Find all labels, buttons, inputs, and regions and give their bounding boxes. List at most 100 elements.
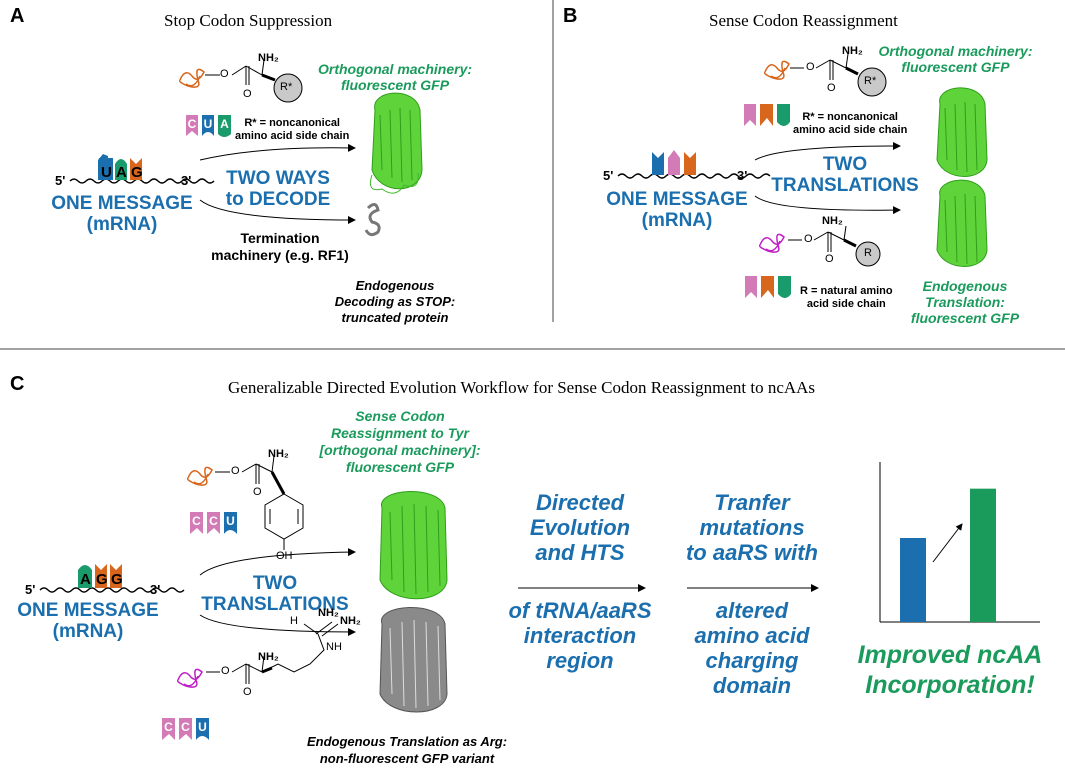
codon-b2 [668,150,680,175]
panel-b-label: B [563,5,578,27]
anticodon-tag-b1 [744,104,756,126]
anticodon-tag-b6 [778,276,791,298]
o-ester-b-top: O [806,61,815,73]
anticodon-letter-a2: U [203,117,213,131]
nh2-b-top: NH₂ [842,45,863,57]
gfp-structure-b-bottom [936,179,988,267]
endogenous-label-c: Endogenous Translation as Arg:non-fluore… [306,734,508,766]
anticodon-tag-b2 [760,104,773,126]
trna-squiggle-c-bottom [176,668,203,688]
o-ester-c-top: O [231,465,240,477]
arrow-sense-c [199,548,356,576]
mrna-strand-a [69,178,215,184]
codon-letter-c3: G [111,571,123,588]
codon-c-g1 [95,564,107,588]
anticodon-tag-c3 [224,512,237,534]
codon-letter-a3: G [131,164,143,181]
o-carbonyl-b-top: O [827,82,836,94]
three-prime-b: 3' [737,168,748,183]
anticodon-letter-c2: C [209,514,218,528]
panel-c-title: Generalizable Directed Evolution Workflo… [228,378,816,397]
codon-letter-a2: A [116,164,127,181]
o-ester-c-bottom: O [221,665,230,677]
anticodon-tag-u-a [202,115,214,136]
r-star-circle-a [273,73,303,103]
o-carbonyl-b-bottom: O [825,253,834,265]
gfp-structure-c-grey [379,607,448,713]
o-ester-a: O [220,68,229,80]
codon-letter-c1: A [80,571,91,588]
nh2-arg-1: NH₂ [318,607,339,619]
arrow-endogenous-c [199,614,356,636]
orthogonal-label-a: Orthogonal machinery:fluorescent GFP [318,61,473,93]
arrow-endogenous-b [754,195,901,215]
anticodon-letter-c3: U [226,514,235,528]
anticodon-letter-c4: C [164,720,173,734]
nh-arg: NH [326,641,342,653]
anticodon-tag-a-a [218,115,231,137]
arginine-chain [261,633,325,673]
panel-a-label: A [10,5,25,27]
truncated-protein [364,203,381,237]
o-carbonyl-a: O [243,88,252,100]
anticodon-tag-b3 [777,104,790,126]
rstar-a: R* [280,81,293,93]
anticodon-letter-c5: C [181,720,190,734]
five-prime-c: 5' [25,582,36,597]
anticodon-letter-a3: A [220,117,229,131]
five-prime-b: 5' [603,168,614,183]
tyrosine-ring [264,493,304,540]
r-circle-b [855,241,881,267]
h-arg: H [290,615,298,627]
mrna-strand-c [39,587,185,593]
anticodon-tag-c2 [207,512,220,534]
trna-squiggle-c-top [186,466,213,486]
anticodon-letter-a1: C [187,117,197,131]
codon-u [99,158,113,180]
anticodon-tag-c-a [186,115,198,136]
nh2-a: NH₂ [258,52,279,64]
nh2-arg-2: NH₂ [340,615,361,627]
arrow-orthogonal-b [754,142,901,161]
mrna-strand-b [617,173,771,179]
codon-c-a [78,565,92,588]
r-star-circle-b [857,67,887,97]
orthogonal-label-b: Orthogonal machinery:fluorescent GFP [878,43,1033,75]
trna-squiggle-a [178,68,205,88]
chart-bar-2 [970,488,996,622]
codon-c-g2 [110,564,122,588]
oh-tyr: OH [276,550,293,562]
codon-letter-c2: G [96,571,108,588]
o-ester-b-bottom: O [804,233,813,245]
chart-trend-arrow [932,523,963,563]
anticodon-tag-b4 [745,276,757,298]
r-b: R [864,247,872,259]
anticodon-tag-c1 [190,512,203,534]
nh2-c-bottom: NH₂ [258,651,279,663]
codon-a [115,159,127,180]
nh2-b-bottom: NH₂ [822,215,843,227]
three-prime-a: 3' [181,173,192,188]
anticodon-tag-c4 [162,718,175,740]
nh2-c-top: NH₂ [268,448,289,460]
gfp-structure-b-top [936,87,988,177]
panel-c-label: C [10,373,25,395]
panel-a-title: Stop Codon Suppression [164,11,333,30]
trna-squiggle-b-bottom [758,233,785,253]
anticodon-tag-c5 [179,718,192,740]
o-carbonyl-c-top: O [253,486,262,498]
codon-b3 [684,152,696,175]
